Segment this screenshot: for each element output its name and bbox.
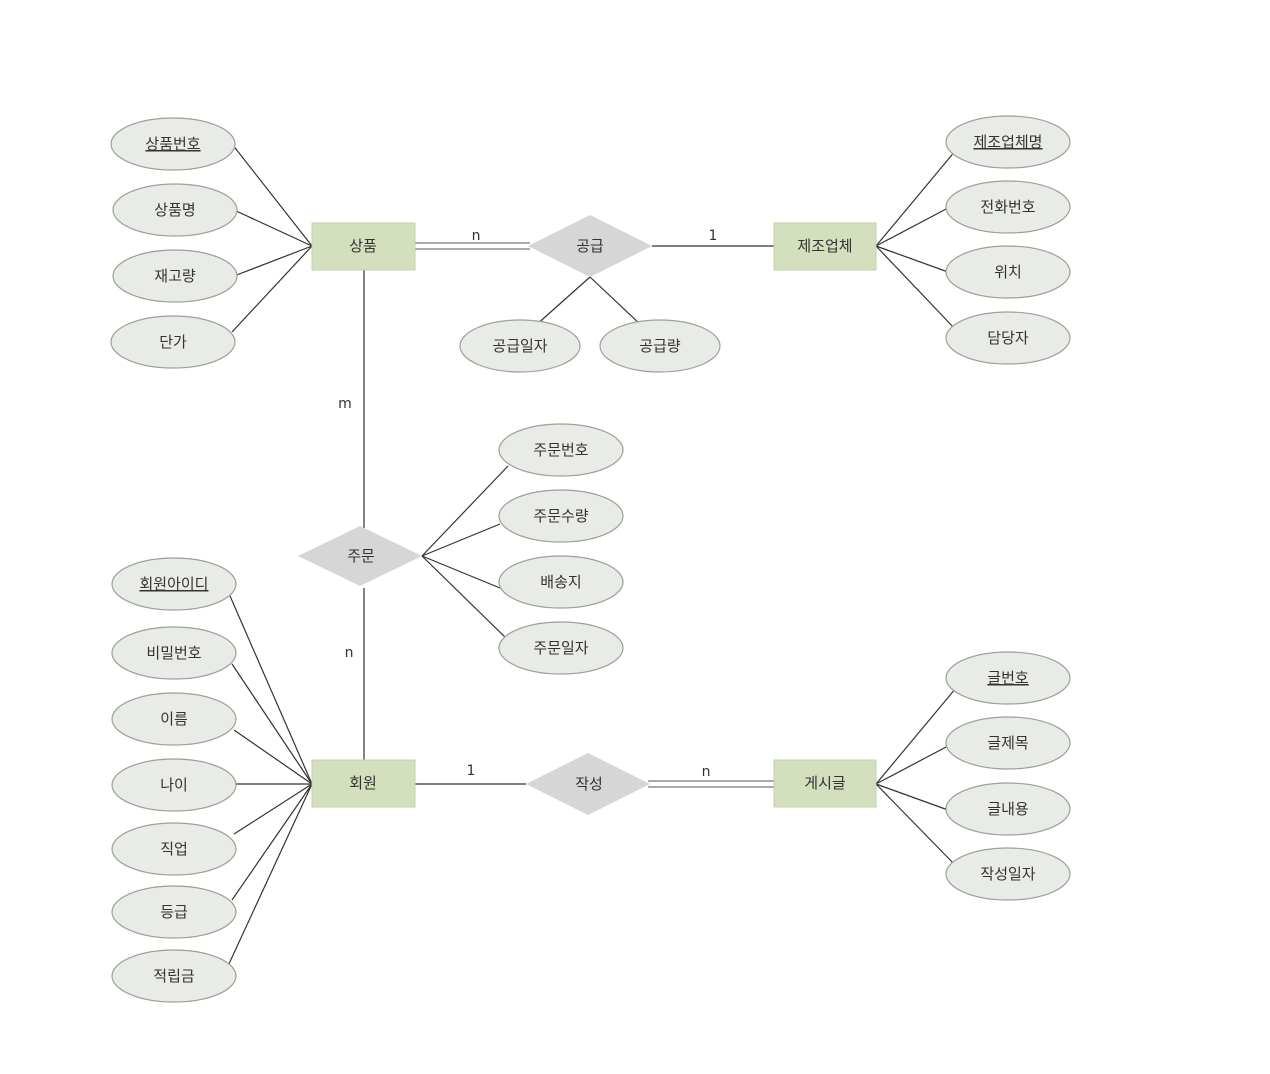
attribute-label: 공급량 (639, 337, 681, 355)
attribute-label: 나이 (160, 776, 188, 794)
entity-product: 상품 (311, 222, 416, 271)
attribute-grade: 등급 (111, 885, 237, 939)
attribute-post-number: 글번호 (945, 651, 1071, 705)
relationship-supply: 공급 (528, 215, 652, 277)
attribute-label: 주문번호 (533, 441, 588, 459)
cardinality-supply-manufacturer: 1 (709, 228, 718, 244)
attribute-label: 등급 (160, 903, 188, 921)
attribute-stock: 재고량 (112, 249, 238, 303)
connector-lines (227, 143, 957, 967)
attribute-member-id: 회원아이디 (111, 557, 237, 611)
entity-post: 게시글 (773, 759, 877, 808)
attribute-post-content: 글내용 (945, 782, 1071, 836)
relationship-order: 주문 (298, 526, 422, 586)
entity-label: 상품 (349, 237, 377, 255)
attribute-label: 이름 (160, 710, 188, 728)
entity-label: 회원 (349, 774, 377, 792)
attribute-order-number: 주문번호 (498, 423, 624, 477)
attribute-label: 제조업체명 (973, 133, 1042, 151)
attribute-product-name: 상품명 (112, 183, 238, 237)
cardinality-member-write: 1 (467, 763, 476, 779)
relationship-label: 공급 (576, 237, 604, 255)
attribute-supply-date: 공급일자 (459, 319, 581, 373)
attribute-label: 직업 (160, 840, 188, 858)
attribute-label: 담당자 (987, 329, 1029, 347)
entity-label: 제조업체 (797, 237, 852, 255)
attribute-label: 글번호 (987, 669, 1029, 687)
attribute-order-quantity: 주문수량 (498, 489, 624, 543)
attribute-label: 주문수량 (533, 507, 588, 525)
relationship-label: 작성 (575, 775, 603, 793)
attribute-label: 글제목 (987, 734, 1028, 752)
attribute-label: 전화번호 (980, 198, 1035, 216)
attribute-label: 상품번호 (145, 135, 200, 153)
attribute-label: 배송지 (540, 573, 581, 591)
attribute-name: 이름 (111, 692, 237, 746)
attribute-contact-person: 담당자 (945, 311, 1071, 365)
attribute-order-date: 주문일자 (498, 621, 624, 675)
attribute-label: 작성일자 (980, 865, 1035, 883)
attribute-product-number: 상품번호 (110, 117, 236, 171)
entity-manufacturer: 제조업체 (773, 222, 877, 271)
attribute-label: 단가 (159, 333, 187, 351)
attribute-password: 비밀번호 (111, 626, 237, 680)
attribute-post-date: 작성일자 (945, 847, 1071, 901)
attribute-label: 비밀번호 (146, 644, 201, 662)
attribute-unit-price: 단가 (110, 315, 236, 369)
entity-member: 회원 (311, 759, 416, 808)
attribute-label: 위치 (994, 263, 1022, 281)
attribute-label: 공급일자 (492, 337, 547, 355)
cardinality-order-member: n (345, 645, 354, 661)
attribute-shipping-address: 배송지 (498, 555, 624, 609)
attribute-label: 재고량 (154, 267, 196, 285)
cardinality-product-order: m (338, 396, 352, 412)
attribute-job: 직업 (111, 822, 237, 876)
attribute-points: 적립금 (111, 949, 237, 1003)
cardinality-write-post: n (702, 764, 711, 780)
relationship-label: 주문 (347, 547, 375, 565)
attribute-manufacturer-name: 제조업체명 (945, 115, 1071, 169)
attribute-supply-quantity: 공급량 (599, 319, 721, 373)
attribute-age: 나이 (111, 758, 237, 812)
cardinality-product-supply: n (472, 228, 481, 244)
attribute-label: 상품명 (154, 201, 195, 219)
attribute-phone: 전화번호 (945, 180, 1071, 234)
attribute-label: 적립금 (153, 967, 195, 985)
attribute-label: 회원아이디 (139, 575, 208, 593)
entity-label: 게시글 (804, 774, 846, 792)
relationship-write: 작성 (526, 753, 650, 815)
attribute-label: 주문일자 (533, 639, 588, 657)
attribute-post-title: 글제목 (945, 716, 1071, 770)
attribute-location: 위치 (945, 245, 1071, 299)
attribute-label: 글내용 (987, 800, 1028, 818)
